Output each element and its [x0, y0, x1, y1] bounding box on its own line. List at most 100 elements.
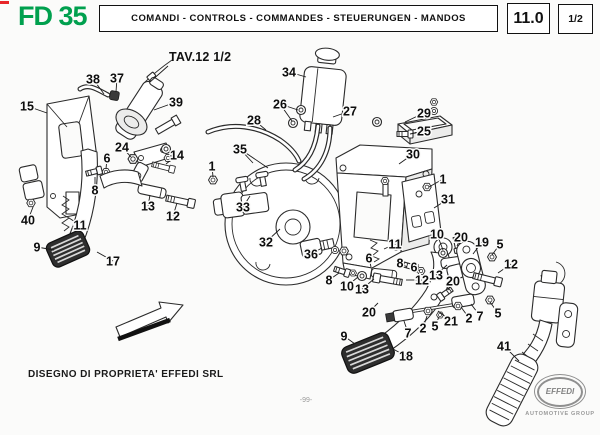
- page-number: -99-: [299, 397, 313, 404]
- accelerator-pedal-pad: [485, 353, 539, 427]
- title-box: COMANDI - CONTROLS - COMMANDES - STEUERU…: [99, 5, 498, 32]
- part-label-1: 1: [209, 160, 216, 174]
- part-label-17: 17: [106, 255, 120, 269]
- leader-line-40: [27, 206, 34, 221]
- fluid-reservoir: [299, 47, 347, 135]
- brand-logo: FD 35: [18, 1, 88, 31]
- part-label-8: 8: [92, 184, 99, 198]
- effedi-logo-oval-icon: EFFEDI: [534, 374, 586, 409]
- hinge-bracket: [18, 164, 45, 208]
- part-label-10: 10: [430, 228, 444, 242]
- part-label-1: 1: [440, 173, 447, 187]
- leader-line-7: [470, 303, 481, 317]
- leader-line-5: [434, 316, 440, 327]
- leader-line-28: [253, 119, 267, 131]
- leader-line-35: [239, 148, 269, 169]
- part-label-41: 41: [497, 340, 511, 354]
- leader-line-24: [121, 146, 132, 158]
- part-label-8: 8: [326, 274, 333, 288]
- stop-light-switch: [299, 237, 336, 258]
- part-label-9: 9: [341, 330, 348, 344]
- effedi-logo: EFFEDI AUTOMOTIVE GROUP: [524, 374, 596, 417]
- leader-line-9: [36, 246, 55, 251]
- part-label-8: 8: [397, 257, 404, 271]
- part-label-18: 18: [399, 350, 413, 364]
- part-label-13: 13: [429, 269, 443, 283]
- part-label-11: 11: [388, 238, 401, 252]
- leader-line-5: [489, 301, 499, 314]
- leader-line-15: [26, 105, 48, 114]
- part-label-20: 20: [454, 231, 468, 245]
- section-number: 11.0: [513, 9, 544, 27]
- leader-line-26: [279, 103, 299, 111]
- part-label-6: 6: [366, 252, 373, 266]
- leader-line-12: [172, 202, 178, 217]
- leader-line-19: [472, 241, 483, 255]
- part-label-6: 6: [411, 261, 418, 275]
- clutch-pedal-pad: [45, 230, 91, 268]
- leader-line-31: [433, 198, 449, 209]
- leader-line-39: [153, 101, 177, 111]
- effedi-logo-subtext: AUTOMOTIVE GROUP: [525, 411, 595, 417]
- part-label-30: 30: [406, 148, 420, 162]
- leader-line-5: [491, 243, 501, 256]
- direction-arrow-icon: [115, 301, 184, 342]
- clutch-master-cylinder: [115, 76, 164, 140]
- table-reference: TAV.12 1/2: [169, 50, 232, 64]
- part-label-24: 24: [115, 141, 129, 155]
- leader-line-8: [328, 272, 340, 281]
- leader-line-26: [279, 103, 293, 122]
- leader-line-2: [460, 306, 470, 319]
- part-label-36: 36: [304, 248, 318, 262]
- part-label-12: 12: [504, 258, 518, 272]
- part-label-7: 7: [477, 310, 484, 324]
- pedal-return-spring: [369, 239, 380, 263]
- part-label-37: 37: [110, 72, 124, 86]
- part-label-5: 5: [495, 307, 502, 321]
- leader-line-9: [343, 335, 356, 345]
- outlet-union: [235, 175, 249, 192]
- leader-line-17: [96, 251, 114, 262]
- leader-line-14: [165, 154, 178, 165]
- leader-line-13: [435, 264, 448, 276]
- corner-red-mark: [0, 1, 9, 4]
- brake-pedal-pad: [341, 332, 395, 374]
- tav-leader-line: [149, 65, 169, 83]
- leader-line-6: [105, 157, 108, 170]
- support-bracket-29: [371, 98, 453, 145]
- part-label-6: 6: [104, 152, 111, 166]
- leader-line-8: [399, 262, 408, 268]
- hose-clamp: [109, 90, 120, 101]
- part-label-15: 15: [20, 100, 34, 114]
- part-label-13: 13: [141, 200, 155, 214]
- brake-pedal-assembly: [299, 237, 453, 374]
- leader-line-13: [361, 278, 375, 290]
- part-label-25: 25: [417, 125, 431, 139]
- part-label-34: 34: [282, 66, 296, 80]
- part-label-29: 29: [417, 107, 431, 121]
- part-label-26: 26: [273, 98, 287, 112]
- part-label-35: 35: [233, 143, 247, 157]
- leader-line-20: [368, 302, 379, 313]
- leader-line-1: [428, 178, 444, 188]
- part-label-19: 19: [475, 236, 489, 250]
- leader-line-41: [503, 345, 520, 362]
- part-label-5: 5: [497, 238, 504, 252]
- pedal-support-bracket: [335, 98, 453, 280]
- leader-line-13: [147, 194, 151, 207]
- linkage-assembly: [371, 235, 504, 323]
- relay-lever: [446, 240, 486, 296]
- leader-line-10: [346, 276, 359, 287]
- property-note: DISEGNO DI PROPRIETA' EFFEDI SRL: [28, 369, 224, 380]
- part-label-39: 39: [169, 96, 183, 110]
- leader-line-2: [422, 315, 428, 329]
- part-label-33: 33: [236, 201, 250, 215]
- part-label-40: 40: [21, 214, 35, 228]
- sheet-number: 1/2: [568, 13, 583, 25]
- part-label-13: 13: [355, 283, 369, 297]
- part-label-5: 5: [432, 320, 439, 334]
- brake-master-cylinder: [212, 191, 270, 219]
- part-label-31: 31: [441, 193, 455, 207]
- accelerator-pedal-assembly: [485, 261, 579, 427]
